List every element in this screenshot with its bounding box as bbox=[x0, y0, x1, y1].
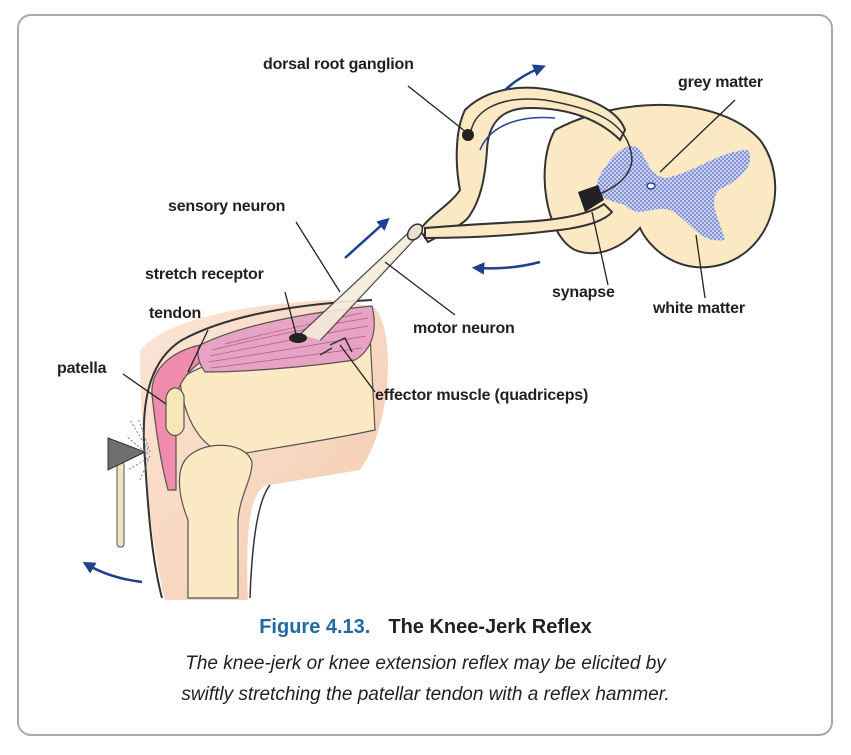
figure-name: The Knee-Jerk Reflex bbox=[388, 616, 592, 638]
grey-matter-region bbox=[596, 146, 751, 241]
caption-line-1: The knee-jerk or knee extension reflex m… bbox=[185, 653, 666, 674]
leg-outline bbox=[142, 299, 373, 599]
calf-outline bbox=[249, 484, 271, 599]
label-grey-matter: grey matter bbox=[678, 74, 763, 91]
stretch-receptor bbox=[289, 333, 307, 343]
arrow-up-cord bbox=[504, 64, 546, 91]
figure-title: Figure 4.13. The Knee-Jerk Reflex bbox=[0, 616, 851, 639]
ventral-root bbox=[424, 202, 614, 240]
patellar-tendon bbox=[151, 344, 228, 491]
arrow-back-motor bbox=[471, 260, 541, 275]
reflex-hammer bbox=[107, 417, 151, 548]
label-tendon: tendon bbox=[149, 305, 202, 322]
arrow-up-nerve bbox=[344, 217, 390, 259]
label-synapse: synapse bbox=[552, 284, 615, 301]
label-patella: patella bbox=[57, 360, 107, 377]
sensory-neuron-path bbox=[469, 98, 633, 197]
leg bbox=[140, 299, 388, 600]
dorsal-root bbox=[418, 86, 627, 244]
label-effector-muscle: effector muscle (quadriceps) bbox=[375, 387, 589, 404]
root-inner-line bbox=[479, 116, 556, 151]
arrow-leg-kick bbox=[82, 561, 143, 584]
label-white-matter: white matter bbox=[653, 300, 745, 317]
synapse-shape bbox=[578, 185, 604, 212]
spinal-cord bbox=[418, 86, 777, 269]
label-motor-neuron: motor neuron bbox=[413, 320, 515, 337]
label-sensory-neuron: sensory neuron bbox=[168, 198, 286, 215]
tibia-bone bbox=[178, 444, 253, 599]
patella-bone bbox=[165, 387, 185, 437]
nerve-bundle bbox=[289, 223, 424, 356]
label-stretch-receptor: stretch receptor bbox=[145, 266, 264, 283]
label-dorsal-root-ganglion: dorsal root ganglion bbox=[263, 56, 414, 73]
leader-lines bbox=[122, 85, 736, 405]
direction-arrows bbox=[82, 64, 546, 584]
central-canal bbox=[646, 182, 656, 190]
caption-line-2: swiftly stretching the patellar tendon w… bbox=[181, 684, 670, 705]
figure-number: Figure 4.13. bbox=[259, 616, 371, 638]
